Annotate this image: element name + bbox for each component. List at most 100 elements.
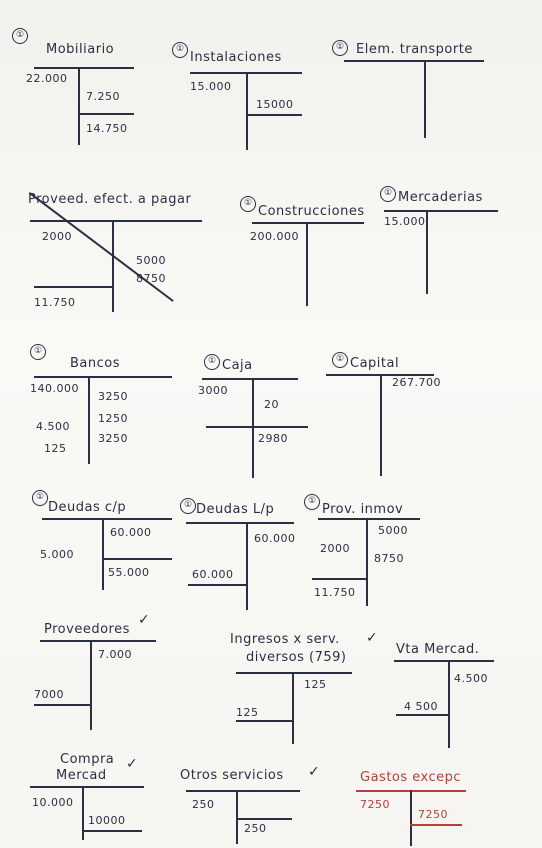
balance-value: 4 500 [404,700,438,713]
circle-one-icon: ① [380,186,396,202]
balance-value: 55.000 [108,566,150,579]
credit-value: 125 [304,678,327,691]
total-rule [396,714,448,716]
t-account-divider [82,786,84,840]
balance-value: 11.750 [34,296,76,309]
total-rule [34,286,112,288]
debit-value: 7250 [360,798,390,811]
credit-value: 7.000 [98,648,132,661]
credit-value: 5000 [136,254,166,267]
t-account-divider [78,67,80,145]
t-account-divider [380,374,382,476]
account-title-otros-servicios: Otros servicios [180,768,284,783]
t-account-divider [252,378,254,478]
account-title-bancos: Bancos [70,356,120,371]
check-mark-icon: ✓ [138,612,150,628]
account-title-transporte: Elem. transporte [356,42,473,57]
circle-one-icon: ① [30,344,46,360]
t-account-divider [102,518,104,590]
account-title-proveed-efect: Proveed. efect. a pagar [28,192,192,207]
balance-value: 14.750 [86,122,128,135]
credit-value: 8750 [374,552,404,565]
account-title-ingresos: Ingresos x serv. [230,632,340,647]
circle-one-icon: ① [12,28,28,44]
account-title-gastos-excep: Gastos excepc [360,770,462,785]
debit-value: 250 [192,798,215,811]
check-mark-icon: ✓ [366,630,378,646]
credit-value: 3250 [98,390,128,403]
circle-one-icon: ① [204,354,220,370]
debit-value: 10.000 [32,796,74,809]
total-rule [312,578,366,580]
credit-value: 267.700 [392,376,441,389]
circle-one-icon: ① [304,494,320,510]
credit-value: 3250 [98,432,128,445]
total-rule [188,584,246,586]
t-account-divider [426,210,428,294]
debit-value: 15.000 [384,215,426,228]
t-account-rule [318,518,420,520]
total-rule [78,113,134,115]
total-rule [206,426,308,428]
debit-value: 2000 [42,230,72,243]
t-account-rule [40,640,156,642]
balance-value: 125 [236,706,259,719]
account-title-mercaderias: Mercaderias [398,190,483,205]
debit-value: 15.000 [190,80,232,93]
total-rule [34,704,90,706]
account-title-deudas-lp: Deudas L/p [196,502,275,517]
total-rule [410,824,462,826]
check-mark-icon: ✓ [308,764,320,780]
account-title-mobiliario: Mobiliario [46,42,115,57]
circle-one-icon: ① [180,498,196,514]
account-title-proveedores: Proveedores [44,622,130,637]
t-account-divider [306,222,308,306]
t-account-rule [384,210,498,212]
t-account-divider [410,790,412,846]
balance-value: 2980 [258,432,288,445]
t-account-rule [34,67,134,69]
account-title-prov-inmov: Prov. inmov [322,502,404,517]
debit-value: 140.000 [30,382,79,395]
account-title-instalaciones: Instalaciones [190,50,282,65]
balance-value: 250 [244,822,267,835]
debit-value: 5.000 [40,548,74,561]
account-title-vta-mercad: Vta Mercad. [396,642,480,657]
account-title-caja: Caja [222,358,253,373]
debit-value: 125 [44,442,67,455]
t-account-divider [112,220,114,312]
t-account-rule [34,376,172,378]
account-title-compra: Compra [60,752,115,767]
account-title-deudas-cp: Deudas c/p [48,500,127,515]
t-account-rule [186,790,300,792]
t-account-divider [448,660,450,748]
t-account-divider [424,60,426,138]
t-account-divider [246,72,248,150]
t-account-rule [394,660,494,662]
credit-value: 8750 [136,272,166,285]
t-account-rule [344,60,484,62]
credit-value: 60.000 [254,532,296,545]
circle-one-icon: ① [332,40,348,56]
balance-value: 7250 [418,808,448,821]
credit-value: 7.250 [86,90,120,103]
account-title-capital: Capital [350,356,400,371]
balance-value: 60.000 [192,568,234,581]
account-title-ingresos-line2: diversos (759) [246,650,347,665]
account-title-construcciones: Construcciones [258,204,365,219]
circle-one-icon: ① [172,42,188,58]
account-title-compra-line2: Mercad [56,768,107,783]
t-account-divider [366,518,368,606]
balance-value: 15000 [256,98,294,111]
t-account-rule [30,220,202,222]
circle-one-icon: ① [32,490,48,506]
credit-value: 20 [264,398,279,411]
t-account-divider [246,522,248,610]
circle-one-icon: ① [240,196,256,212]
t-account-rule [30,786,144,788]
debit-value: 4.500 [36,420,70,433]
t-account-divider [292,672,294,744]
debit-value: 200.000 [250,230,299,243]
debit-value: 22.000 [26,72,68,85]
